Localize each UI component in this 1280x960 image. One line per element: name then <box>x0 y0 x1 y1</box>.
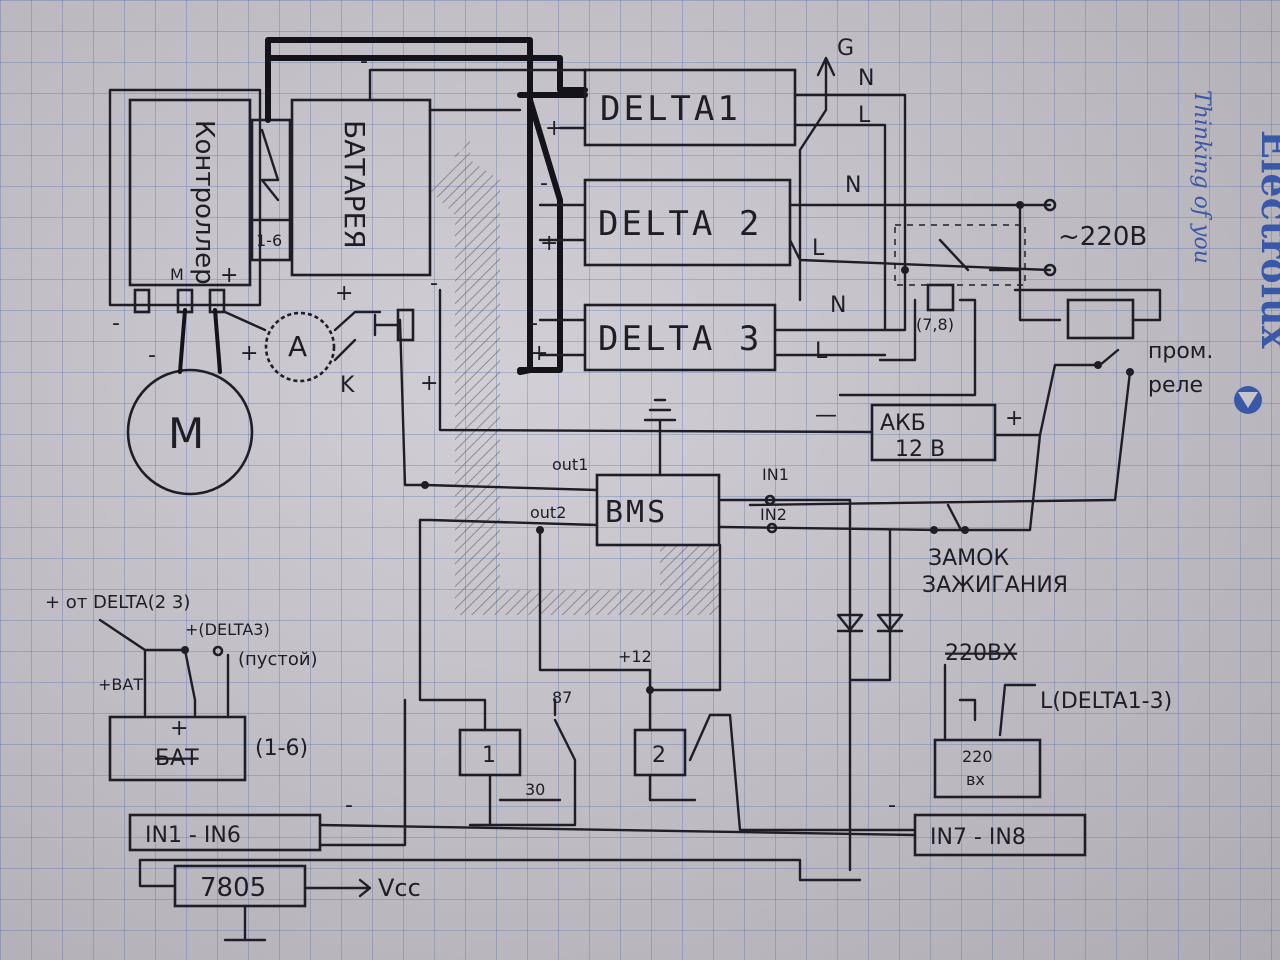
relay2-label: 2 <box>652 743 666 768</box>
bat-box-plus: + <box>170 716 188 741</box>
fuse-label: 1-6 <box>256 231 282 250</box>
vcc-label: Vcc <box>378 874 421 902</box>
bat-box-label: БАТ <box>155 746 199 771</box>
relay-pin30: 30 <box>525 780 545 799</box>
motor-plus: + <box>240 341 258 366</box>
bms-module: BMS out1 out2 IN1 IN2 <box>398 318 942 732</box>
relay-label-line2: реле <box>1148 373 1203 398</box>
delta2-n-label: N <box>845 173 861 198</box>
delta3-n-label: N <box>830 293 846 318</box>
delta1-n-label: N <box>858 66 874 91</box>
bat-plus-label: +ВАТ <box>98 675 143 694</box>
relay-pin87: 87 <box>552 688 572 707</box>
inputs-right-minus: - <box>888 793 896 818</box>
delta3-plus: + <box>530 341 548 366</box>
notebook-brand: Electrolux Thinking of you <box>1189 90 1280 414</box>
delta1-plus: + <box>545 116 563 141</box>
slogan: Thinking of you <box>1189 90 1214 264</box>
regulator-label: 7805 <box>200 873 266 903</box>
ammeter-label: A <box>288 330 307 363</box>
ac-input-line-label: L(DELTA1-3) <box>1040 689 1172 714</box>
relay-supply-label: +12 <box>618 647 652 666</box>
empty-terminal-label: (пустой) <box>238 649 318 670</box>
controller: Контроллер М + - <box>108 88 262 336</box>
diodes <box>836 498 904 872</box>
bms-in1-label: IN1 <box>762 465 789 484</box>
battery-label: БАТАРЕЯ <box>338 120 371 249</box>
ground-g-label: G <box>837 36 854 61</box>
battery-top-minus: - <box>360 49 368 74</box>
contactor-label: K <box>340 373 355 398</box>
inputs-right-label: IN7 - IN8 <box>930 825 1026 850</box>
delta1-l-label: L <box>858 103 871 128</box>
akb-minus: — <box>815 403 837 428</box>
motor: M - + <box>126 308 258 496</box>
relay-coil-label: (7,8) <box>916 315 954 334</box>
bat-range-label: (1-6) <box>255 736 308 761</box>
delta1-label: DELTA1 <box>600 89 741 129</box>
relay-label-line1: пром. <box>1148 339 1213 364</box>
delta2-charger: DELTA 2 <box>583 178 792 267</box>
delta1-charger: DELTA1 <box>583 68 797 147</box>
fuse-block: 1-6 <box>250 118 292 262</box>
delta2-l-label: L <box>812 236 825 261</box>
motor-minus: - <box>148 343 156 368</box>
delta3-label: DELTA 3 <box>598 319 762 359</box>
bms-in2-label: IN2 <box>760 505 787 524</box>
ignition-label-line1: ЗАМОК <box>928 546 1009 571</box>
delta3-switch-label: +(DELTA3) <box>185 620 270 639</box>
relay1-label: 1 <box>482 743 496 768</box>
controller-minus: - <box>112 311 120 336</box>
bms-out2-label: out2 <box>530 503 566 522</box>
akb-12v: АКБ 12 В + — <box>438 288 1057 532</box>
delta2-plus: + <box>540 231 558 256</box>
delta2-minus: - <box>540 171 548 196</box>
voltage-regulator: 7805 Vcc <box>138 858 862 942</box>
contactor: K + <box>340 308 438 398</box>
controller-plus: + <box>220 263 238 288</box>
ac-input-struck-label: 220ВХ <box>945 641 1017 666</box>
controller-m-terminal: М <box>170 265 184 284</box>
main-relay: (7,8) пром. реле <box>748 283 1213 507</box>
from-delta-label: + от DELTA(2 3) <box>45 592 190 613</box>
ignition-label-line2: ЗАЖИГАНИЯ <box>922 573 1068 598</box>
inputs-left-label: IN1 - IN6 <box>145 823 241 848</box>
delta2-label: DELTA 2 <box>598 204 762 244</box>
input-blocks: IN1 - IN6 - IN7 - IN8 - <box>128 698 1087 857</box>
delta3-minus: - <box>530 311 538 336</box>
ac-voltage-label: ~220В <box>1058 222 1147 252</box>
delta3-l-label: L <box>815 339 828 364</box>
inputs-left-minus: - <box>345 793 353 818</box>
bms-out1-label: out1 <box>552 455 588 474</box>
ac-input-box-line1: 220 <box>962 747 993 766</box>
akb-plus: + <box>1005 406 1023 431</box>
ac-input-box-line2: вх <box>966 770 985 789</box>
bms-label: BMS <box>605 495 668 530</box>
contactor-plus: + <box>420 371 438 396</box>
traction-battery: БАТАРЕЯ + - - <box>290 49 438 306</box>
motor-label: M <box>168 409 204 458</box>
akb-label: АКБ <box>880 411 926 436</box>
ammeter: A <box>223 310 382 383</box>
delta3-charger: DELTA 3 <box>583 303 777 372</box>
electrolux-logo: Electrolux <box>1253 130 1280 349</box>
akb-voltage: 12 В <box>895 437 945 462</box>
battery-plus: + <box>335 281 353 306</box>
battery-minus: - <box>430 271 438 296</box>
battery-switch: + от DELTA(2 3) +(DELTA3) (пустой) +ВАТ … <box>45 592 318 782</box>
shaded-region <box>430 140 720 615</box>
ac-input: 220ВХ L(DELTA1-3) 220 вх <box>933 641 1172 799</box>
controller-label: Контроллер <box>189 120 219 285</box>
relays: 1 87 30 2 +12 <box>458 543 917 832</box>
